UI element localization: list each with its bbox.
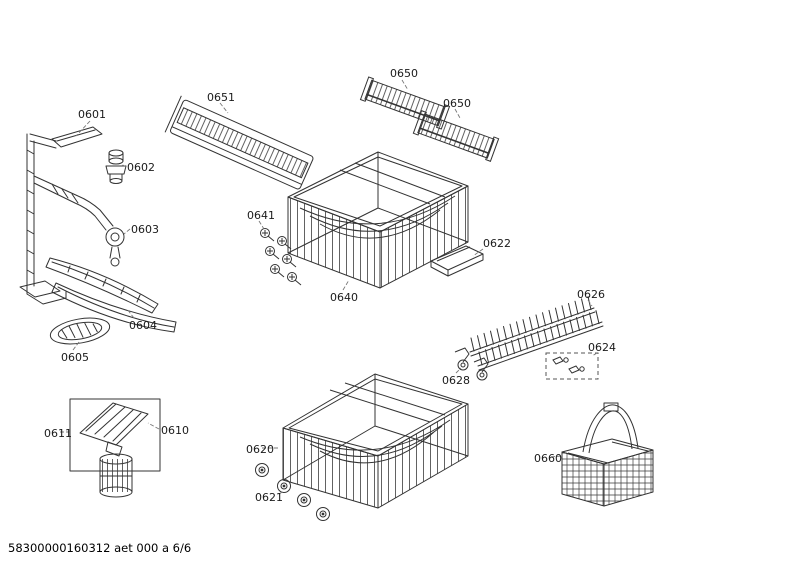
part-0626-tine-rack xyxy=(469,296,604,371)
part-0610-funnel xyxy=(79,402,149,446)
part-0621-wheel-set xyxy=(255,463,330,521)
part-label-0610: 0610 xyxy=(161,424,189,437)
part-label-0605: 0605 xyxy=(61,351,89,364)
part-label-0626: 0626 xyxy=(577,288,605,301)
part-0620-lower-basket xyxy=(282,373,469,509)
part-0660-cutlery-basket xyxy=(561,402,654,507)
part-0650-tine-row-b xyxy=(412,110,500,162)
part-label-0660: 0660 xyxy=(534,452,562,465)
part-0640-upper-basket xyxy=(287,151,469,289)
part-0651-basket-rail xyxy=(164,95,314,190)
leader-lines xyxy=(60,79,598,495)
part-label-0620: 0620 xyxy=(246,443,274,456)
part-0624-fastener-kit xyxy=(545,352,599,380)
part-0604-spray-arm xyxy=(45,257,177,333)
part-label-0622: 0622 xyxy=(483,237,511,250)
part-label-0650-b: 0650 xyxy=(443,97,471,110)
part-0601-mounting-frame xyxy=(19,126,114,305)
part-label-0628: 0628 xyxy=(442,374,470,387)
part-label-0640: 0640 xyxy=(330,291,358,304)
part-0628-roller-set xyxy=(454,347,489,381)
part-0622-shelf xyxy=(430,245,484,277)
part-label-0651: 0651 xyxy=(207,91,235,104)
part-label-0621: 0621 xyxy=(255,491,283,504)
part-label-0650-a: 0650 xyxy=(390,67,418,80)
part-0605-cap xyxy=(49,317,111,345)
part-0602-valve xyxy=(105,149,127,184)
part-label-0624: 0624 xyxy=(588,341,616,354)
part-labels: 0601 0602 0603 0604 0605 0611 0610 0651 … xyxy=(44,67,616,504)
part-label-0602: 0602 xyxy=(127,161,155,174)
part-0603-spray-joint xyxy=(105,227,125,267)
part-label-0601: 0601 xyxy=(78,108,106,121)
part-label-0603: 0603 xyxy=(131,223,159,236)
document-code: 58300000160312 aet 000 a 6/6 xyxy=(8,541,191,555)
part-0641-fastener-set xyxy=(260,228,302,286)
part-label-0604: 0604 xyxy=(129,319,157,332)
part-label-0641: 0641 xyxy=(247,209,275,222)
part-label-0611: 0611 xyxy=(44,427,72,440)
part-0611-filter-assembly xyxy=(69,398,161,498)
